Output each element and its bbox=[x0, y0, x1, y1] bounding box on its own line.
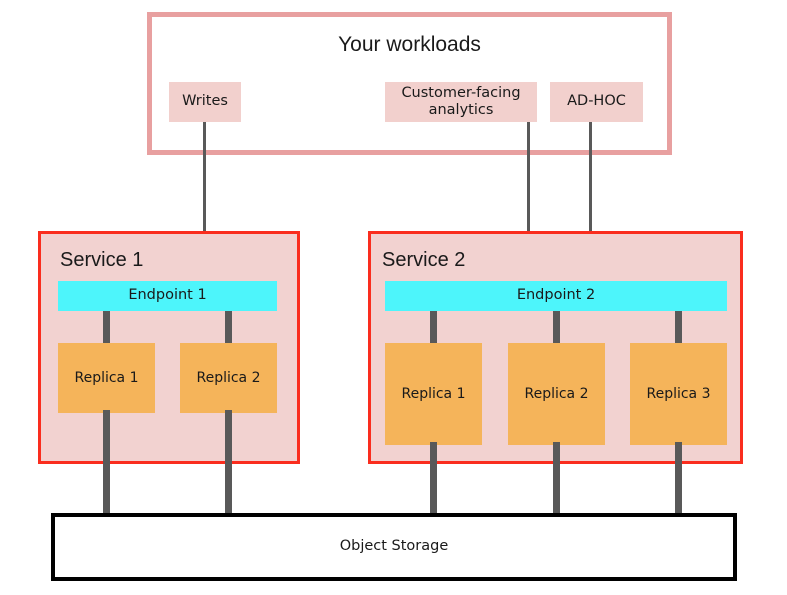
pipe-replica2-3-to-storage bbox=[675, 442, 682, 518]
workload-chip-ad-hoc[interactable]: AD-HOC bbox=[550, 82, 643, 122]
pipe-endpoint2-replica3 bbox=[675, 305, 682, 350]
arrow-adhoc-to-endpoint2-line bbox=[589, 122, 592, 258]
replica-box-1-2[interactable]: Replica 2 bbox=[180, 343, 277, 413]
pipe-endpoint1-replica1 bbox=[103, 305, 110, 350]
replica-box-2-3[interactable]: Replica 3 bbox=[630, 343, 727, 445]
object-storage-box[interactable]: Object Storage bbox=[51, 513, 737, 581]
pipe-endpoint1-replica2 bbox=[225, 305, 232, 350]
service-title-1: Service 1 bbox=[60, 249, 144, 271]
endpoint-box-2[interactable]: Endpoint 2 bbox=[385, 281, 727, 311]
pipe-replica1-2-to-storage bbox=[225, 410, 232, 518]
pipe-replica2-2-to-storage bbox=[553, 442, 560, 518]
pipe-endpoint2-replica2 bbox=[553, 305, 560, 350]
workload-chip-writes[interactable]: Writes bbox=[169, 82, 241, 122]
replica-box-1-1[interactable]: Replica 1 bbox=[58, 343, 155, 413]
service-title-2: Service 2 bbox=[382, 249, 466, 271]
pipe-replica1-1-to-storage bbox=[103, 410, 110, 518]
pipe-replica2-1-to-storage bbox=[430, 442, 437, 518]
arrow-analytics-to-endpoint2-line bbox=[527, 122, 530, 258]
workload-chip-customer-facing-analytics[interactable]: Customer-facing analytics bbox=[385, 82, 537, 122]
workloads-container bbox=[147, 12, 672, 155]
endpoint-box-1[interactable]: Endpoint 1 bbox=[58, 281, 277, 311]
pipe-endpoint2-replica1 bbox=[430, 305, 437, 350]
workloads-title: Your workloads bbox=[338, 33, 481, 56]
replica-box-2-1[interactable]: Replica 1 bbox=[385, 343, 482, 445]
arrow-writes-to-endpoint1-line bbox=[203, 122, 206, 258]
replica-box-2-2[interactable]: Replica 2 bbox=[508, 343, 605, 445]
